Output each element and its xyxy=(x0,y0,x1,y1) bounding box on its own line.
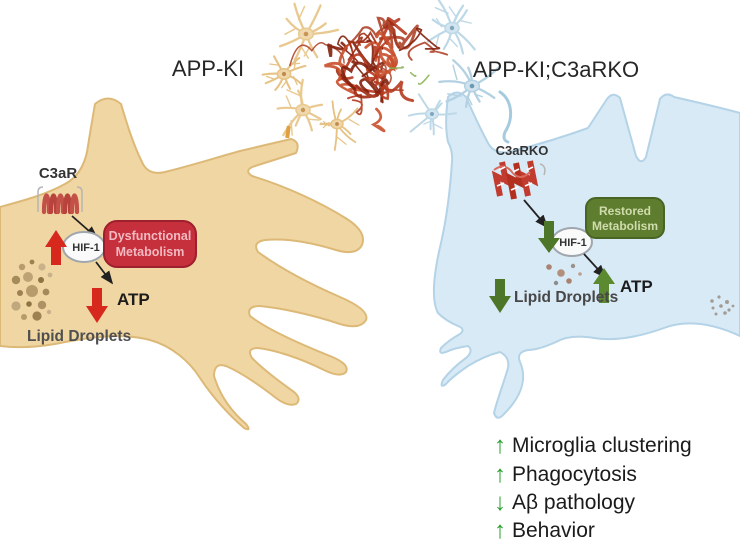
outcome-label: Phagocytosis xyxy=(512,463,637,486)
right-microglia-cell: C3aRKO HIF-1 Restored Metabolism ATP Lip… xyxy=(432,91,740,419)
red-down-arrow-atp xyxy=(86,288,108,323)
restored-metabolism-box xyxy=(585,197,665,239)
neuron-cluster-icon xyxy=(261,2,360,151)
dysfunctional-metabolism-line1: Dysfunctional xyxy=(109,229,192,243)
atp-label-right: ATP xyxy=(620,277,653,296)
outcome-arrow-up-icon: ↑ xyxy=(494,432,506,459)
green-up-arrow-atp xyxy=(593,268,615,303)
outcome-list: ↑ Microglia clustering ↑ Phagocytosis ↓ … xyxy=(494,432,692,544)
right-cell-body xyxy=(432,91,740,419)
lipid-droplets-label-left: Lipid Droplets xyxy=(27,328,131,345)
c3arko-receptor-icon xyxy=(491,160,546,200)
lipid-droplets-icon-right xyxy=(546,263,582,286)
outcome-label: Aβ pathology xyxy=(512,491,635,514)
neuron-fragment-icon xyxy=(285,125,291,139)
c3ar-receptor-icon xyxy=(37,186,83,215)
lipid-droplets-icon-left xyxy=(11,259,53,321)
hif1-label: HIF-1 xyxy=(72,242,100,254)
c3ar-receptor-label: C3aR xyxy=(39,165,78,182)
outcome-arrow-up-icon: ↑ xyxy=(494,517,506,544)
left-panel-title: APP-KI xyxy=(172,56,244,81)
dysfunctional-metabolism-line2: Metabolism xyxy=(116,245,185,259)
outcome-label: Behavior xyxy=(512,519,595,542)
red-up-arrow-hif xyxy=(45,230,67,265)
microglia-process-curl-icon xyxy=(498,90,513,144)
outcome-label: Microglia clustering xyxy=(512,434,692,457)
amyloid-plaque-icon xyxy=(289,16,449,133)
c3arko-receptor-label: C3aRKO xyxy=(496,143,549,158)
left-microglia-cell: C3aR HIF-1 Dysfunctional Metabolism ATP xyxy=(0,97,368,431)
outcome-arrow-up-icon: ↑ xyxy=(494,461,506,488)
hif1-label-right: HIF-1 xyxy=(559,237,587,249)
restored-metabolism-line2: Metabolism xyxy=(592,219,658,233)
atp-label-left: ATP xyxy=(117,290,150,309)
signal-arrow-hif-to-atp xyxy=(95,261,114,285)
green-down-arrow-hif xyxy=(538,221,560,253)
signal-arrow-receptor-to-hif-right xyxy=(523,199,549,229)
outcome-arrow-down-icon: ↓ xyxy=(494,489,506,516)
debris-speckles-icon xyxy=(710,295,735,316)
dysfunctional-metabolism-box xyxy=(103,220,197,268)
green-down-arrow-lipids xyxy=(489,279,511,313)
lipid-droplets-label-right: Lipid Droplets xyxy=(514,289,618,306)
right-panel-title: APP-KI;C3aRKO xyxy=(473,57,639,82)
restored-metabolism-line1: Restored xyxy=(599,204,651,218)
